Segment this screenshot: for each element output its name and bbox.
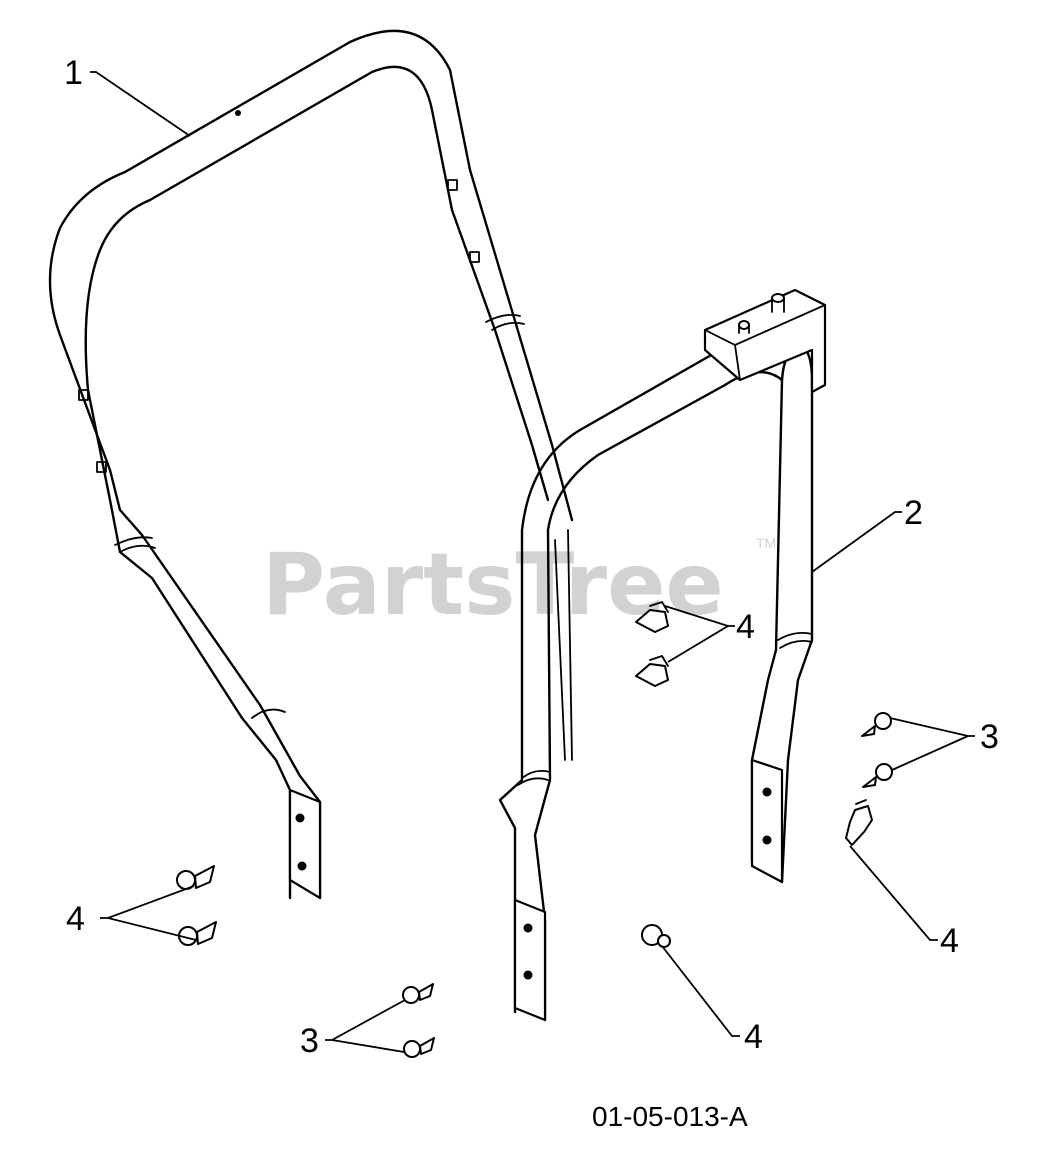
- part-2-bar[interactable]: [498, 288, 827, 1022]
- callout-2: 2: [904, 494, 923, 532]
- screw-right-b[interactable]: [862, 763, 893, 788]
- leader-lines: [90, 71, 975, 1053]
- watermark-trademark: TM: [756, 535, 776, 551]
- callout-4-left: 4: [66, 900, 85, 938]
- bolt-left-b[interactable]: [178, 921, 217, 946]
- screw-right-a[interactable]: [861, 712, 892, 737]
- callout-4-upper: 4: [736, 608, 755, 646]
- screw-lower-a[interactable]: [402, 983, 434, 1004]
- callout-4-right: 4: [940, 922, 959, 960]
- diagram-code: 01-05-013-A: [592, 1101, 748, 1132]
- bolt-left-a[interactable]: [176, 865, 215, 890]
- callout-3-right: 3: [980, 718, 999, 756]
- fastener-group: [176, 601, 893, 1058]
- bolt-center-lower[interactable]: [641, 924, 671, 948]
- pin-right[interactable]: [845, 799, 873, 846]
- part-1-bar[interactable]: [48, 29, 574, 900]
- callout-1: 1: [64, 54, 83, 92]
- callout-4-center: 4: [744, 1018, 763, 1056]
- bolt-upper-b[interactable]: [635, 655, 669, 687]
- screw-lower-b[interactable]: [403, 1037, 435, 1058]
- callout-3-lower: 3: [300, 1022, 319, 1060]
- bolt-upper-a[interactable]: [635, 601, 669, 633]
